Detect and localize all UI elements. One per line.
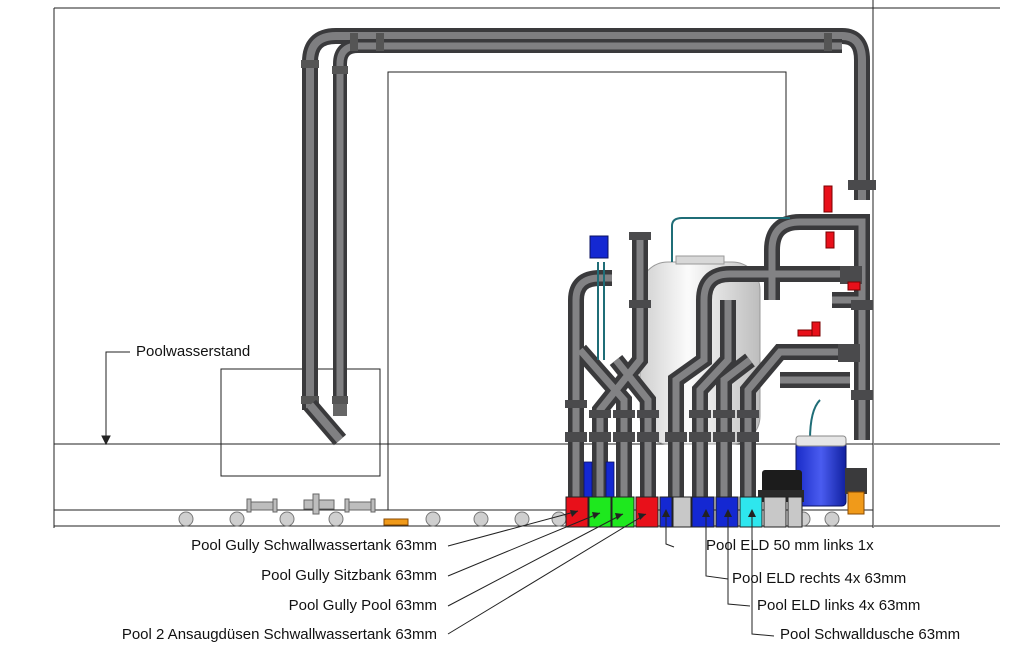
label-eld-50-links: Pool ELD 50 mm links 1x: [706, 537, 874, 554]
inlet-boxes: [565, 496, 803, 528]
label-gully-schwallwassertank: Pool Gully Schwallwassertank 63mm: [191, 537, 437, 554]
leader-lines: [447, 510, 775, 637]
water-level-pointer: [101, 351, 130, 446]
manifold-pipes: [565, 180, 876, 500]
label-eld-rechts: Pool ELD rechts 4x 63mm: [732, 570, 907, 587]
frame-lines: [53, 0, 1000, 528]
label-schwalldusche: Pool Schwalldusche 63mm: [780, 626, 961, 643]
label-gully-sitzbank: Pool Gully Sitzbank 63mm: [261, 567, 437, 584]
thin-hoses: [597, 217, 821, 441]
red-valves: [797, 185, 861, 337]
water-level-label: Poolwasserstand: [136, 343, 251, 360]
top-return-pipes: [301, 28, 870, 446]
ground-fittings: [246, 493, 409, 526]
label-gully-pool: Pool Gully Pool 63mm: [288, 597, 437, 614]
label-eld-links: Pool ELD links 4x 63mm: [757, 597, 921, 614]
leader-arrowheads: [570, 509, 756, 520]
label-ansaugduesen: Pool 2 Ansaugdüsen Schwallwassertank 63m…: [121, 626, 437, 643]
